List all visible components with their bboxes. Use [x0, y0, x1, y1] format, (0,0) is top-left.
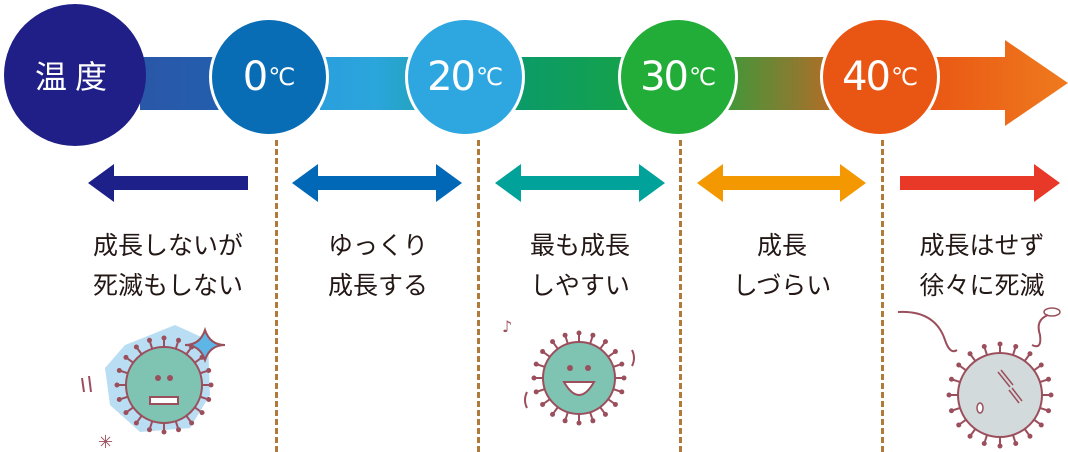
frozen-virus-icon: ✳ [81, 325, 226, 452]
divider-20 [477, 140, 480, 452]
label-line: 徐々に死滅 [919, 271, 1045, 300]
range-label: ゆっくり成長する [278, 226, 478, 306]
label-line: 成長 [756, 231, 807, 260]
label-line: 最も成長 [529, 231, 630, 260]
double-arrow-icon [697, 164, 866, 202]
temp-circle-30: 30℃ [618, 17, 738, 137]
divider-0 [275, 140, 278, 452]
title-circle: 温度 [4, 4, 146, 146]
arrow-left-icon [88, 164, 248, 202]
label-line: しづらい [732, 271, 832, 300]
virus-body [946, 341, 1054, 449]
label-line: 成長する [327, 271, 428, 300]
temp-unit: ℃ [475, 63, 503, 91]
range-label: 成長はせず徐々に死滅 [882, 226, 1068, 306]
temp-value: 30 [640, 54, 689, 100]
label-line: しやすい [530, 271, 630, 300]
range-label: 成長しづらい [682, 226, 882, 306]
svg-text:♪: ♪ [502, 317, 512, 336]
happy-virus-icon: ♪ [502, 317, 635, 426]
label-line: 死滅もしない [92, 271, 243, 300]
title-label: 温度 [34, 58, 115, 96]
divider-30 [679, 140, 682, 452]
temp-value: 40 [842, 54, 891, 100]
arrow-right-icon [900, 164, 1060, 202]
virus-body [531, 330, 627, 426]
double-arrow-icon [495, 164, 665, 202]
temp-circle-40: 40℃ [820, 17, 940, 137]
temp-unit: ℃ [268, 63, 296, 91]
range-label: 成長しないが死滅もしない [68, 226, 268, 306]
temp-circle-20: 20℃ [405, 17, 525, 137]
double-arrow-icon [292, 164, 462, 202]
temp-circle-0: 0℃ [209, 17, 329, 137]
label-line: ゆっくり [327, 231, 428, 260]
label-line: 成長しないが [92, 231, 243, 260]
virus-body [114, 335, 214, 435]
divider-40 [881, 140, 884, 452]
range-label: 最も成長しやすい [480, 226, 680, 306]
temp-value: 0 [242, 54, 268, 100]
dying-virus-icon [897, 307, 1061, 449]
temp-unit: ℃ [688, 63, 716, 91]
temp-unit: ℃ [890, 63, 918, 91]
label-line: 成長はせず [919, 231, 1045, 260]
svg-text:✳: ✳ [98, 432, 113, 452]
temp-value: 20 [427, 54, 476, 100]
